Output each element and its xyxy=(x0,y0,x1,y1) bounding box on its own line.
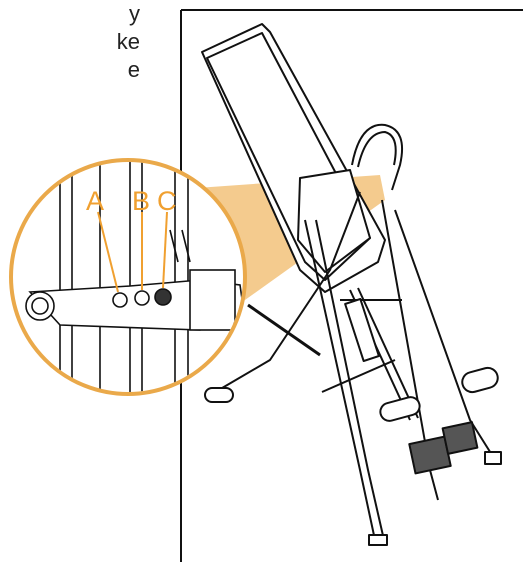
safety-strap xyxy=(247,303,321,357)
hole-c xyxy=(154,288,172,306)
callout-c: C xyxy=(157,186,177,216)
foot-cap-front-right xyxy=(484,451,502,465)
cushion xyxy=(297,169,371,273)
foot-pad-left xyxy=(408,435,452,475)
foot-pad-right xyxy=(441,421,479,455)
zoom-detail: A B C xyxy=(9,158,247,396)
text-line-3: e xyxy=(127,57,140,82)
adjustment-scale xyxy=(344,297,380,363)
ankle-roller-front xyxy=(379,396,421,422)
callout-b: B xyxy=(132,186,150,216)
ankle-roller-back xyxy=(461,366,499,394)
central-bar-edge xyxy=(357,287,419,419)
backrest-inner xyxy=(206,32,371,281)
foot-cap-front-left xyxy=(368,534,388,546)
pivot-bolt xyxy=(25,291,55,321)
truncated-text-block: y ke e xyxy=(0,0,140,140)
text-line-2: ke xyxy=(116,29,140,54)
zoom-circle xyxy=(9,158,247,396)
callout-a: A xyxy=(86,186,104,216)
front-leg-right xyxy=(394,209,493,456)
handlebar xyxy=(351,123,404,191)
handlebar-inner xyxy=(357,131,397,168)
rear-leg-left xyxy=(204,191,361,399)
front-leg-left-inner xyxy=(315,219,385,541)
hole-a xyxy=(112,292,128,308)
inversion-table xyxy=(201,23,502,546)
hole-b xyxy=(134,290,150,306)
leader-c xyxy=(162,211,168,289)
text-line-1: y xyxy=(129,1,140,26)
crossbar-lower xyxy=(321,359,396,393)
pivot-housing xyxy=(189,269,236,331)
leader-a xyxy=(97,211,119,293)
front-leg-left xyxy=(304,219,376,541)
foot-cap-rear xyxy=(204,387,234,403)
